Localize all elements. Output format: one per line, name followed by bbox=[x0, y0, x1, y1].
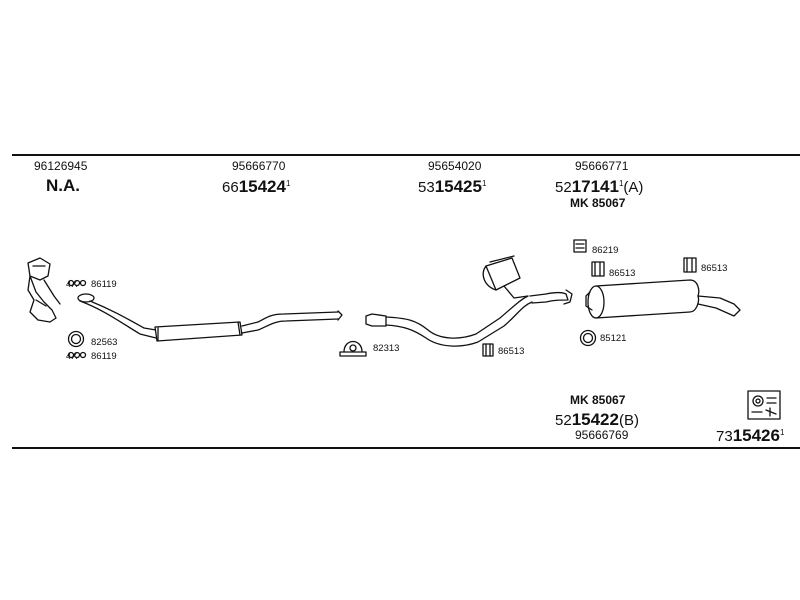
front-pipe-icon bbox=[77, 293, 157, 339]
code-variant: (A) bbox=[623, 179, 644, 196]
rubber-mount-icon bbox=[591, 261, 605, 277]
ref-label-86219: 86219 bbox=[592, 245, 619, 256]
code-suffix: 1 bbox=[618, 179, 624, 188]
ref-label-86119-bottom: 86119 bbox=[91, 351, 117, 362]
ref-qty-1: 4X bbox=[66, 279, 78, 290]
intermediate-pipe-icon bbox=[241, 310, 343, 334]
gasket-ring-icon bbox=[67, 330, 85, 348]
manifold-downpipe-icon bbox=[27, 257, 61, 323]
header-part-number-3: 95654020 bbox=[428, 159, 482, 173]
code-prefix: 52 bbox=[555, 179, 572, 196]
ref-label-85121: 85121 bbox=[600, 333, 627, 344]
code-suffix: 1 bbox=[285, 179, 291, 188]
header-part-number-2: 95666770 bbox=[232, 159, 286, 173]
rubber-mount-icon bbox=[683, 257, 697, 273]
top-rule bbox=[12, 154, 800, 156]
code-variant: (B) bbox=[618, 412, 639, 429]
code-suffix: 1 bbox=[779, 428, 785, 437]
rear-silencer-icon bbox=[585, 279, 741, 319]
pre-silencer-icon bbox=[482, 255, 573, 305]
header-part-number-1: 96126945 bbox=[34, 159, 88, 173]
footer-kit-number: MK 85067 bbox=[570, 393, 626, 407]
footer-set-code: 73154261 bbox=[716, 427, 784, 444]
code-prefix: 53 bbox=[418, 179, 435, 196]
code-main: 17141 bbox=[571, 177, 619, 196]
ref-label-82563: 82563 bbox=[91, 337, 118, 348]
header-part-number-4: 95666771 bbox=[575, 159, 629, 173]
code-suffix: 1 bbox=[481, 179, 487, 188]
bolt-clamp-icon bbox=[67, 279, 87, 287]
code-prefix: 73 bbox=[716, 428, 733, 445]
footer-part-number: 95666769 bbox=[575, 428, 629, 442]
rubber-mount-icon bbox=[482, 343, 494, 357]
u-clamp-icon bbox=[339, 340, 367, 357]
footer-code: 5215422(B) bbox=[555, 411, 639, 428]
code-main: 15426 bbox=[732, 426, 780, 445]
code-main: 15422 bbox=[571, 410, 619, 429]
middle-silencer-icon bbox=[154, 321, 243, 342]
ref-label-86119-top: 86119 bbox=[91, 279, 117, 290]
ref-label-86513-mid: 86513 bbox=[498, 346, 525, 357]
header-code-3: 53154251 bbox=[418, 178, 486, 195]
center-pipe-icon bbox=[365, 295, 533, 347]
code-prefix: 52 bbox=[555, 412, 572, 429]
bottom-rule bbox=[12, 447, 800, 449]
header-code-2: 66154241 bbox=[222, 178, 290, 195]
ref-label-86513-right: 86513 bbox=[701, 263, 728, 274]
code-main: 15425 bbox=[434, 177, 482, 196]
code-prefix: 66 bbox=[222, 179, 239, 196]
ref-label-86513-left: 86513 bbox=[609, 268, 636, 279]
header-kit-number: MK 85067 bbox=[570, 196, 626, 210]
bolt-clamp-icon bbox=[67, 351, 87, 359]
ref-label-82313: 82313 bbox=[373, 343, 400, 354]
ref-qty-2: 4X bbox=[66, 351, 78, 362]
hanger-bracket-icon bbox=[573, 239, 587, 253]
header-code-4: 52171411(A) bbox=[555, 178, 643, 195]
mounting-kit-box-icon bbox=[747, 390, 781, 420]
code-main: 15424 bbox=[238, 177, 286, 196]
gasket-ring-icon bbox=[579, 329, 597, 347]
header-na-label: N.A. bbox=[46, 176, 80, 195]
